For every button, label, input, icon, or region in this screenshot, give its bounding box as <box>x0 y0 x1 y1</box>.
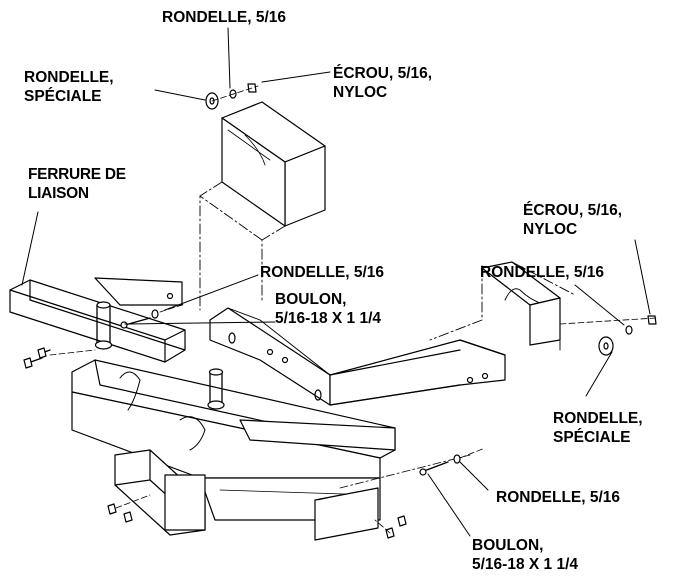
right-fastener-stack <box>559 315 657 356</box>
label-line: FERRURE DE <box>28 166 126 183</box>
label-line: NYLOC <box>523 221 578 238</box>
label-washer-mid: RONDELLE, 5/16 <box>260 264 385 281</box>
label-connecting-bracket: FERRURE DE LIAISON <box>28 165 126 203</box>
label-line: ÉCROU, 5/16, <box>333 65 433 82</box>
label-line: BOULON, <box>472 537 544 554</box>
label-special-washer-right: RONDELLE, SPÉCIALE <box>553 409 643 447</box>
label-line: LIAISON <box>28 185 89 202</box>
label-washer-top: RONDELLE, 5/16 <box>162 9 287 26</box>
right-frame-bracket <box>481 261 561 346</box>
chain-posts <box>94 301 225 410</box>
label-bolt-mid: BOULON, 5/16-18 X 1 1/4 <box>275 290 381 328</box>
label-line: ÉCROU, 5/16, <box>523 202 623 219</box>
receiver-tube <box>114 449 206 536</box>
label-line: RONDELLE, <box>24 69 114 86</box>
label-line: RONDELLE, <box>553 410 643 427</box>
lower-bolt-washer <box>419 447 486 476</box>
label-line: SPÉCIALE <box>24 88 102 105</box>
frame-phantom-lines <box>199 181 576 351</box>
label-nut-top: ÉCROU, 5/16, NYLOC <box>333 64 432 102</box>
label-line: NYLOC <box>333 84 388 101</box>
bottom-small-bolts <box>107 494 407 539</box>
label-washer-bottom: RONDELLE, 5/16 <box>496 489 621 506</box>
lower-right-bracket <box>314 454 471 541</box>
label-special-washer-top: RONDELLE, SPÉCIALE <box>24 68 114 106</box>
label-line: BOULON, <box>275 291 347 308</box>
label-line: 5/16-18 X 1 1/4 <box>472 556 578 573</box>
label-line: 5/16-18 X 1 1/4 <box>275 310 381 327</box>
label-nut-right: ÉCROU, 5/16, NYLOC <box>523 201 622 239</box>
label-bolt-bottom: BOULON, 5/16-18 X 1 1/4 <box>472 536 578 574</box>
leader-lines <box>21 27 651 537</box>
label-line: SPÉCIALE <box>553 429 631 446</box>
label-washer-right: RONDELLE, 5/16 <box>480 264 605 281</box>
upper-frame-rail <box>221 101 326 227</box>
left-small-bolts <box>23 347 96 369</box>
top-fastener-stack <box>205 83 259 110</box>
main-crossbar <box>209 307 506 406</box>
